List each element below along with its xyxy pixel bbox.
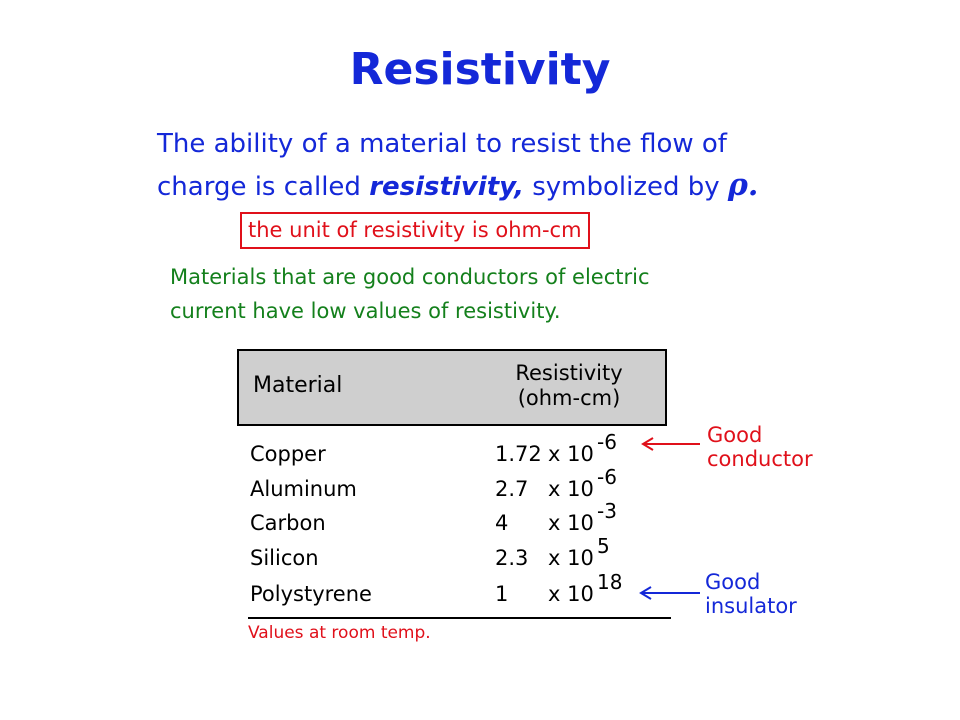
resistivity-exponent: -3 bbox=[597, 499, 617, 523]
resistivity-exponent: 5 bbox=[597, 534, 610, 558]
symbol-period: . bbox=[747, 168, 759, 203]
resistivity-base: x 10 bbox=[548, 582, 594, 606]
definition-line-2: charge is called resistivity, symbolized… bbox=[157, 165, 847, 208]
definition-prefix: charge is called bbox=[157, 172, 370, 202]
good-insulator-label: Good insulator bbox=[705, 570, 797, 618]
resistivity-coefficient: 4 bbox=[495, 511, 509, 535]
resistivity-coefficient: 1.72 bbox=[495, 442, 542, 466]
table-row: Copper 1.72 x 10 -6 bbox=[250, 430, 670, 470]
resistivity-term: resistivity, bbox=[369, 172, 524, 202]
header-resistivity-label: Resistivity bbox=[515, 361, 623, 385]
table-row: Aluminum 2.7 x 10 -6 bbox=[250, 465, 670, 505]
good-conductor-label: Good conductor bbox=[707, 423, 813, 471]
unit-note-box: the unit of resistivity is ohm-cm bbox=[240, 212, 590, 249]
resistivity-coefficient: 2.7 bbox=[495, 477, 529, 501]
table-bottom-rule bbox=[248, 617, 671, 619]
material-name: Aluminum bbox=[250, 477, 357, 501]
definition-suffix: symbolized by bbox=[523, 172, 728, 202]
resistivity-base: x 10 bbox=[548, 442, 594, 466]
good-insulator-line-1: Good bbox=[705, 570, 761, 594]
header-resistivity: Resistivity (ohm-cm) bbox=[494, 361, 644, 411]
resistivity-exponent: -6 bbox=[597, 430, 617, 454]
arrow-left-icon bbox=[639, 586, 700, 600]
header-material: Material bbox=[253, 373, 343, 398]
good-conductor-line-2: conductor bbox=[707, 447, 813, 471]
arrow-left-icon bbox=[641, 437, 700, 451]
resistivity-base: x 10 bbox=[548, 477, 594, 501]
slide-title: Resistivity bbox=[349, 44, 611, 95]
definition-line-1: The ability of a material to resist the … bbox=[157, 129, 727, 159]
material-name: Copper bbox=[250, 442, 326, 466]
resistivity-coefficient: 2.3 bbox=[495, 546, 529, 570]
rho-symbol: ρ bbox=[727, 168, 748, 203]
resistivity-exponent: -6 bbox=[597, 465, 617, 489]
material-name: Carbon bbox=[250, 511, 326, 535]
material-name: Polystyrene bbox=[250, 582, 372, 606]
conductors-note-line-2: current have low values of resistivity. bbox=[170, 299, 561, 323]
footnote: Values at room temp. bbox=[248, 623, 431, 643]
definition-text: The ability of a material to resist the … bbox=[157, 124, 847, 208]
resistivity-base: x 10 bbox=[548, 546, 594, 570]
table-row: Silicon 2.3 x 10 5 bbox=[250, 534, 670, 574]
table-row: Carbon 4 x 10 -3 bbox=[250, 499, 670, 539]
material-name: Silicon bbox=[250, 546, 319, 570]
conductors-note-line-1: Materials that are good conductors of el… bbox=[170, 265, 650, 289]
resistivity-coefficient: 1 bbox=[495, 582, 509, 606]
good-insulator-line-2: insulator bbox=[705, 594, 797, 618]
table-header: Material Resistivity (ohm-cm) bbox=[237, 349, 667, 426]
good-conductor-line-1: Good bbox=[707, 423, 763, 447]
header-resistivity-unit: (ohm-cm) bbox=[517, 386, 621, 410]
resistivity-exponent: 18 bbox=[597, 570, 623, 594]
resistivity-base: x 10 bbox=[548, 511, 594, 535]
conductors-note: Materials that are good conductors of el… bbox=[170, 260, 810, 328]
table-row: Polystyrene 1 x 10 18 bbox=[250, 570, 670, 610]
